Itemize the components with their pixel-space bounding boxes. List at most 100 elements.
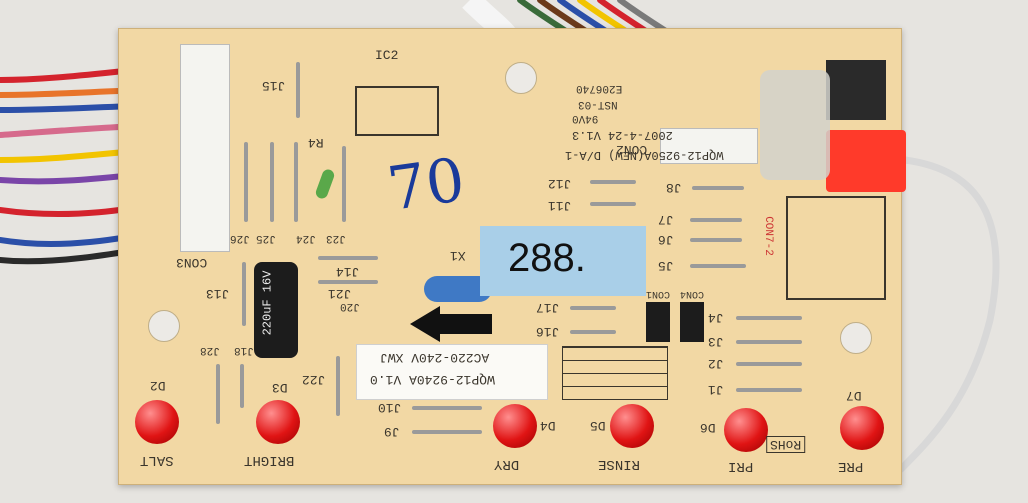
led-ref-d7: D7 (846, 388, 862, 403)
translucent-sleeve (760, 70, 830, 180)
value-sticker (480, 226, 646, 296)
label-bright: BRIGHT (244, 452, 295, 468)
led-d2 (135, 400, 179, 444)
led-d3 (256, 400, 300, 444)
jumper-j14 (318, 256, 378, 260)
label-j7: J7 (658, 212, 674, 227)
label-j22: J21 (328, 286, 352, 301)
jumper-j26 (244, 142, 248, 222)
arrow-icon-shaft (438, 314, 492, 334)
jumper-j13 (336, 356, 340, 416)
model-label-line-2: AC220-240V XWJ (380, 350, 490, 365)
jumper-j16 (296, 62, 300, 118)
jumper-j17 (570, 330, 616, 334)
label-j13: J22 (302, 372, 326, 387)
jumper-j4 (736, 316, 802, 320)
led-ref-d4: D4 (540, 418, 556, 433)
label-j25: J25 (256, 232, 276, 244)
mount-hole (840, 322, 872, 354)
label-dry: DRY (494, 456, 520, 472)
nst-code: NST-03 (578, 98, 618, 110)
led-ref-d2: D2 (150, 378, 166, 393)
con2-connector (660, 128, 758, 164)
jumper-j9 (412, 430, 482, 434)
label-pri: PRI (728, 458, 754, 474)
electrolytic-capacitor (254, 262, 298, 358)
led-ref-d6: D6 (700, 420, 716, 435)
label-j15: J13 (206, 286, 230, 301)
jumper-j11 (590, 202, 636, 206)
label-j3: J3 (708, 334, 724, 349)
led-ref-d5: D5 (590, 418, 606, 433)
led-ref-d3: D3 (272, 380, 288, 395)
label-j16: J15 (262, 78, 286, 93)
label-j18: J17 (536, 300, 560, 315)
con1-label: CON1 (646, 288, 671, 299)
label-j5: J5 (658, 258, 674, 273)
date-code: 2007-4-24 V1.3 (572, 128, 673, 142)
capacitor-label: 220uF 16V (260, 270, 275, 336)
con4-label: CON4 (680, 288, 705, 299)
ul-code: 94V0 (572, 112, 599, 124)
jumper-j15 (242, 262, 246, 326)
label-j14: J14 (336, 264, 360, 279)
jumper-j2 (736, 362, 802, 366)
jumper-j6 (690, 238, 742, 242)
con7-label: CON7-2 (761, 216, 774, 256)
jumper-j23 (342, 146, 346, 222)
label-j1: J1 (708, 382, 724, 397)
r4-label: R4 (308, 135, 324, 150)
jumper-j22 (318, 280, 378, 284)
jumper-j8 (692, 186, 744, 190)
label-j4: J4 (708, 310, 724, 325)
led-d6 (724, 408, 768, 452)
label-j6: J6 (658, 232, 674, 247)
ic2-outline (355, 86, 439, 136)
x1-label: X1 (450, 248, 466, 263)
model-label-line-1: WQP12-9240A V1.0 (370, 372, 495, 387)
pcb-code: WQP12-9250A(NEW) D/A-1 (565, 148, 724, 162)
jumper-j7 (690, 218, 742, 222)
label-j20: J18 (234, 344, 254, 356)
ic2-label: IC2 (375, 48, 399, 63)
label-j21: J20 (340, 300, 360, 312)
label-rinse: RINSE (598, 456, 641, 472)
mount-hole (505, 62, 537, 94)
black-connector (826, 60, 886, 120)
label-j24: J24 (296, 232, 316, 244)
led-d7 (840, 406, 884, 450)
arrow-icon (410, 306, 440, 342)
sticker-value: 288. (508, 236, 586, 280)
setting-table (562, 346, 668, 400)
jumper-j18 (570, 306, 616, 310)
label-j9: J9 (384, 424, 400, 439)
label-j28: J28 (200, 344, 220, 356)
label-salt: SALT (140, 452, 174, 468)
label-j26: J26 (230, 232, 250, 244)
label-j12: J12 (548, 176, 572, 191)
con3-label: CON3 (176, 255, 208, 270)
jumper-j10 (412, 406, 482, 410)
rohs-mark: RoHS (766, 436, 806, 453)
jumper-j28 (216, 364, 220, 424)
jumper-j24 (294, 142, 298, 222)
label-j2: J2 (708, 356, 724, 371)
led-d5 (610, 404, 654, 448)
jumper-j12 (590, 180, 636, 184)
con3-connector (180, 44, 230, 252)
red-power-connector (826, 130, 906, 192)
handwritten-number: 70 (383, 145, 469, 225)
label-pre: PRE (838, 458, 864, 474)
led-d4 (493, 404, 537, 448)
label-j11: J11 (548, 198, 572, 213)
label-j23: J23 (326, 232, 346, 244)
jumper-j5 (690, 264, 746, 268)
jumper-j25 (270, 142, 274, 222)
con4-header (680, 302, 704, 342)
label-j10: J10 (378, 400, 402, 415)
mount-hole (148, 310, 180, 342)
e-number: E206740 (576, 82, 623, 94)
jumper-j3 (736, 340, 802, 344)
label-j8: J8 (666, 180, 682, 195)
jumper-j1 (736, 388, 802, 392)
